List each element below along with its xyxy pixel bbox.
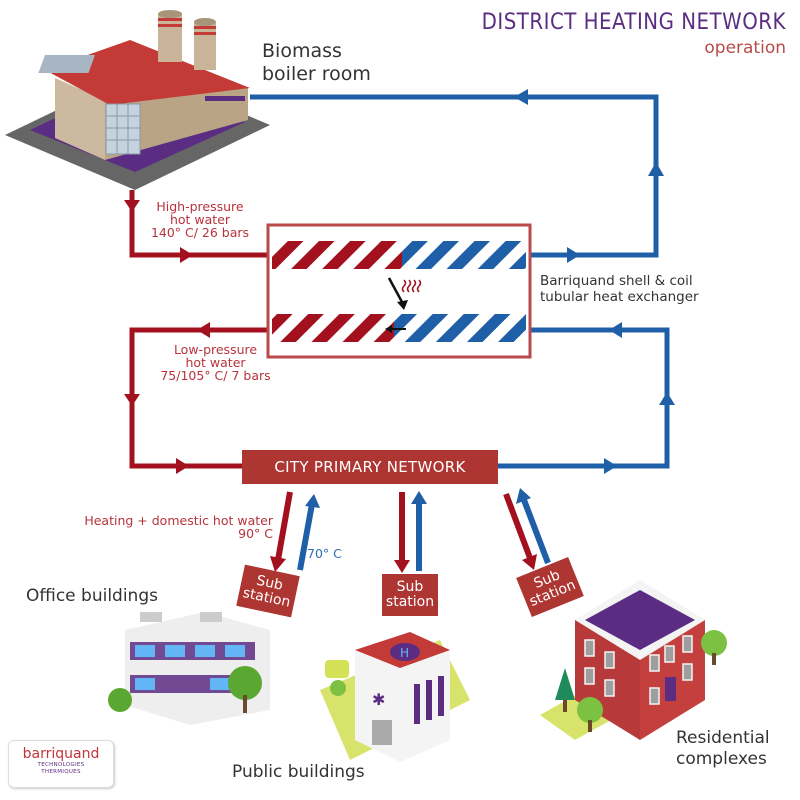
high-pressure-label: High-pressure hot water 140° C/ 26 bars — [140, 199, 260, 241]
biomass-plant-label: Biomass boiler room — [262, 40, 371, 86]
logo-wordmark: barriquand — [22, 746, 100, 762]
heating-line1: Heating + domestic hot water — [84, 513, 273, 528]
return-temp-label: 70° C — [307, 546, 342, 561]
arrow-left-icon — [609, 322, 622, 338]
residential-line1: Residential — [676, 728, 770, 748]
barriquand-logo: barriquand TECHNOLOGIES THERMIQUES — [8, 740, 114, 788]
heat-waves-icon — [401, 279, 422, 293]
arrow-right-icon — [604, 458, 617, 474]
residential-line2: complexes — [676, 749, 767, 770]
heating-label: Heating + domestic hot water 90° C — [70, 514, 273, 540]
cold-tube-bottom — [394, 314, 526, 342]
biomass-plant-illustration — [5, 10, 270, 190]
chimney-2 — [194, 18, 216, 70]
low-pressure-line2: hot water — [185, 355, 246, 371]
logo-tagline2: THERMIQUES — [41, 768, 81, 775]
heat-exchanger — [266, 223, 532, 359]
public-building-illustration: H ✱ — [320, 632, 470, 762]
substation-line2: station — [385, 594, 435, 610]
flow-arrows — [124, 89, 675, 474]
ambulance-icon — [325, 660, 349, 678]
medical-star-icon: ✱ — [372, 690, 385, 709]
chimney-1 — [158, 10, 182, 62]
arrow-right-icon — [180, 247, 193, 263]
low-pressure-line3: 75/105° C/ 7 bars — [160, 368, 271, 384]
page-title: DISTRICT HEATING NETWORK — [481, 10, 786, 35]
heat-exchanger-label: Barriquand shell & coil tubular heat exc… — [540, 273, 699, 305]
public-buildings-label: Public buildings — [232, 762, 365, 782]
office-buildings-label: Office buildings — [26, 586, 158, 606]
cold-tube-top — [402, 241, 526, 269]
substation-line1: Sub — [396, 579, 424, 596]
office-building-illustration — [108, 612, 270, 725]
exchanger-label-line2: tubular heat exchanger — [540, 288, 699, 305]
biomass-label-line1: Biomass — [262, 40, 342, 62]
high-pressure-line1: High-pressure — [156, 199, 244, 214]
arrow-down-icon — [124, 200, 140, 212]
exchanger-label-line1: Barriquand shell & coil — [540, 273, 693, 289]
hot-tube-bottom — [272, 314, 394, 342]
substation-arrows — [270, 488, 551, 573]
residential-building-illustration — [540, 580, 727, 740]
biomass-label-line2: boiler room — [262, 62, 371, 85]
arrow-up-icon — [659, 392, 675, 405]
arrow-down-icon — [124, 394, 140, 406]
low-pressure-label: Low-pressure hot water 75/105° C/ 7 bars — [148, 342, 283, 384]
high-pressure-line3: 140° C/ 26 bars — [150, 225, 250, 241]
city-primary-network-bar: CITY PRIMARY NETWORK — [242, 450, 498, 484]
hot-tube-top — [272, 241, 402, 269]
arrow-up-icon — [648, 162, 664, 176]
heating-line2: 90° C — [238, 526, 273, 542]
page-subtitle: operation — [704, 38, 786, 58]
arrow-right-icon — [176, 458, 189, 474]
logo-tagline1: TECHNOLOGIES — [37, 762, 85, 768]
arrow-left-icon — [197, 322, 210, 338]
residential-label: Residential complexes — [676, 728, 770, 771]
plant-roof — [45, 40, 250, 105]
arrow-left-icon — [514, 89, 528, 105]
high-pressure-line2: hot water — [169, 212, 231, 228]
heat-transfer-arrow — [387, 277, 404, 303]
low-pressure-line1: Low-pressure — [173, 342, 258, 357]
helipad-icon: H — [400, 646, 409, 660]
arrow-right-icon — [567, 247, 580, 263]
